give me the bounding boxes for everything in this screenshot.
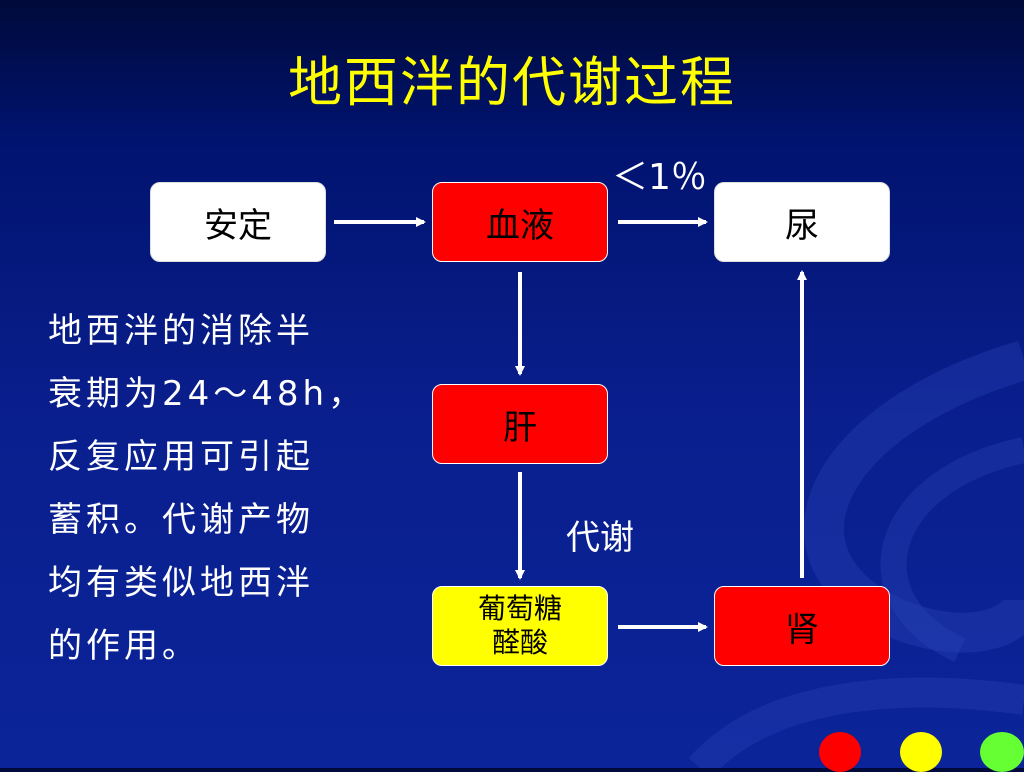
note-line: 反复应用可引起 [48,437,314,477]
node-stable-label: 安定 [204,205,272,246]
red-dot-decoration [819,732,861,772]
note-line: 蓄积。代谢产物 [48,500,314,540]
node-blood-label: 血液 [486,205,554,246]
node-liver-label: 肝 [503,407,537,448]
slide-title: 地西泮的代谢过程 [288,51,736,114]
note-line: 的作用。 [48,626,200,666]
node-urine-label: 尿 [785,205,819,246]
node-kidney: 肾 [714,586,890,666]
green-dot-decoration [980,732,1024,772]
node-kidney-label: 肾 [785,609,819,650]
note-line: 衰期为24～48h， [48,374,367,414]
node-stable: 安定 [150,182,326,262]
node-glucuronide-label-line1: 葡萄糖 [477,592,562,625]
node-glucuronide-label-line2: 醛酸 [491,626,548,659]
node-liver: 肝 [432,384,608,464]
edge-label-metabolism: 代谢 [566,518,634,558]
node-blood: 血液 [432,182,608,262]
half-life-note: 地西泮的消除半 衰期为24～48h， 反复应用可引起 蓄积。代谢产物 均有类似地… [48,300,388,678]
edge-label-less-than-1-percent: ＜1％ [612,157,707,198]
yellow-dot-decoration [900,732,942,772]
note-line: 地西泮的消除半 [48,311,314,351]
note-line: 均有类似地西泮 [48,563,314,603]
node-urine: 尿 [714,182,890,262]
node-glucuronide: 葡萄糖 醛酸 [432,586,608,666]
